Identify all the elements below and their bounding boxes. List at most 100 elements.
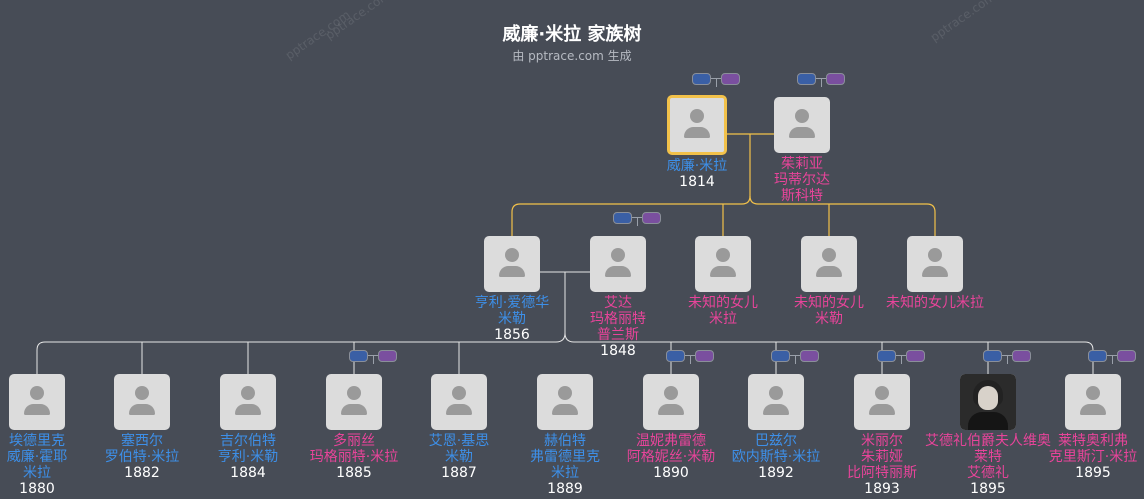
expand-spouse-button[interactable] xyxy=(800,350,819,362)
person-avatar-card[interactable] xyxy=(9,374,65,430)
expand-parents-button[interactable] xyxy=(349,350,368,362)
expand-parents-button[interactable] xyxy=(877,350,896,362)
person-name[interactable]: 米丽尔朱莉娅比阿特丽斯 xyxy=(817,433,947,481)
person-name[interactable]: 艾恩·基思米勒 xyxy=(394,433,524,465)
person-name[interactable]: 未知的女儿米拉 xyxy=(870,295,1000,311)
person-name[interactable]: 未知的女儿米勒 xyxy=(764,295,894,327)
person-name-line: 赫伯特 xyxy=(544,433,586,449)
person-name-line: 欧内斯特·米拉 xyxy=(731,449,821,465)
person-node[interactable]: 未知的女儿米拉 xyxy=(658,236,788,327)
expand-spouse-button[interactable] xyxy=(378,350,397,362)
person-avatar-card[interactable] xyxy=(114,374,170,430)
avatar-head-icon xyxy=(928,248,942,262)
tree-title: 威廉·米拉 家族树 xyxy=(502,24,642,45)
person-avatar-card[interactable] xyxy=(774,97,830,153)
person-avatar-card[interactable] xyxy=(748,374,804,430)
expand-parents-button[interactable] xyxy=(797,73,816,85)
avatar-head-icon xyxy=(716,248,730,262)
person-avatar-card[interactable] xyxy=(326,374,382,430)
person-node[interactable]: 茱莉亚玛蒂尔达斯科特 xyxy=(737,97,867,204)
avatar-body-icon xyxy=(499,266,525,277)
expand-parents-button[interactable] xyxy=(771,350,790,362)
avatar-body-icon xyxy=(816,266,842,277)
control-stem-line xyxy=(901,356,902,364)
person-avatar-card[interactable] xyxy=(484,236,540,292)
person-name[interactable]: 亨利·爱德华米勒 xyxy=(447,295,577,327)
person-name[interactable]: 吉尔伯特亨利·米勒 xyxy=(183,433,313,465)
avatar-head-icon xyxy=(452,386,466,400)
control-stem-line xyxy=(690,356,691,364)
avatar-body-icon xyxy=(789,127,815,138)
descendant-lines xyxy=(36,271,1094,374)
person-avatar-card[interactable] xyxy=(801,236,857,292)
expand-spouse-button[interactable] xyxy=(721,73,740,85)
expand-parents-button[interactable] xyxy=(1088,350,1107,362)
control-link-line xyxy=(896,355,906,356)
person-name-line: 埃德里克 xyxy=(9,433,65,449)
avatar-head-icon xyxy=(822,248,836,262)
expand-spouse-button[interactable] xyxy=(1117,350,1136,362)
person-name[interactable]: 艾德礼伯爵夫人维奥莱特艾德礼 xyxy=(923,433,1053,481)
control-stem-line xyxy=(716,79,717,87)
person-name[interactable]: 威廉·米拉 xyxy=(632,158,762,174)
person-photo[interactable] xyxy=(960,374,1016,430)
person-avatar-card[interactable] xyxy=(431,374,487,430)
control-stem-line xyxy=(373,356,374,364)
portrait-face xyxy=(978,386,998,410)
person-name[interactable]: 塞西尔罗伯特·米拉 xyxy=(77,433,207,465)
person-name[interactable]: 赫伯特弗雷德里克米拉 xyxy=(500,433,630,481)
expand-spouse-button[interactable] xyxy=(906,350,925,362)
expand-parents-button[interactable] xyxy=(983,350,1002,362)
expand-parents-button[interactable] xyxy=(613,212,632,224)
expand-parents-button[interactable] xyxy=(666,350,685,362)
person-name-line: 亨利·爱德华 xyxy=(474,295,550,311)
expand-parents-button[interactable] xyxy=(692,73,711,85)
birth-year: 1892 xyxy=(758,465,794,481)
person-avatar-card[interactable] xyxy=(907,236,963,292)
avatar-body-icon xyxy=(605,266,631,277)
person-name[interactable]: 茱莉亚玛蒂尔达斯科特 xyxy=(737,156,867,204)
person-avatar-card[interactable] xyxy=(667,95,727,155)
expand-spouse-button[interactable] xyxy=(1012,350,1031,362)
person-name-line: 米勒 xyxy=(445,449,473,465)
tree-subtitle: 由 pptrace.com 生成 xyxy=(512,49,632,63)
birth-year: 1880 xyxy=(19,481,55,497)
avatar-body-icon xyxy=(1080,404,1106,415)
expand-spouse-button[interactable] xyxy=(695,350,714,362)
person-avatar-card[interactable] xyxy=(1065,374,1121,430)
person-name[interactable]: 莱特奥利弗克里斯汀·米拉 xyxy=(1028,433,1144,465)
person-name[interactable]: 温妮弗雷德阿格妮丝·米勒 xyxy=(606,433,736,465)
person-name[interactable]: 艾达玛格丽特普兰斯 xyxy=(553,295,683,343)
person-name[interactable]: 未知的女儿米拉 xyxy=(658,295,788,327)
expand-spouse-button[interactable] xyxy=(826,73,845,85)
person-avatar-card[interactable] xyxy=(220,374,276,430)
person-name[interactable]: 埃德里克威廉·霍耶米拉 xyxy=(0,433,102,481)
person-avatar-card[interactable] xyxy=(537,374,593,430)
person-node[interactable]: 未知的女儿米勒 xyxy=(764,236,894,327)
person-avatar-card[interactable] xyxy=(643,374,699,430)
person-name[interactable]: 巴兹尔欧内斯特·米拉 xyxy=(711,433,841,465)
person-name-line: 米拉 xyxy=(551,465,579,481)
birth-year: 1814 xyxy=(679,174,715,190)
person-name-line: 威廉·米拉 xyxy=(666,158,728,174)
person-node[interactable]: 未知的女儿米拉 xyxy=(870,236,1000,311)
person-avatar-card[interactable] xyxy=(695,236,751,292)
expand-spouse-button[interactable] xyxy=(642,212,661,224)
person-name[interactable]: 多丽丝玛格丽特·米拉 xyxy=(289,433,419,465)
person-avatar-card[interactable] xyxy=(590,236,646,292)
person-avatar-card[interactable] xyxy=(854,374,910,430)
